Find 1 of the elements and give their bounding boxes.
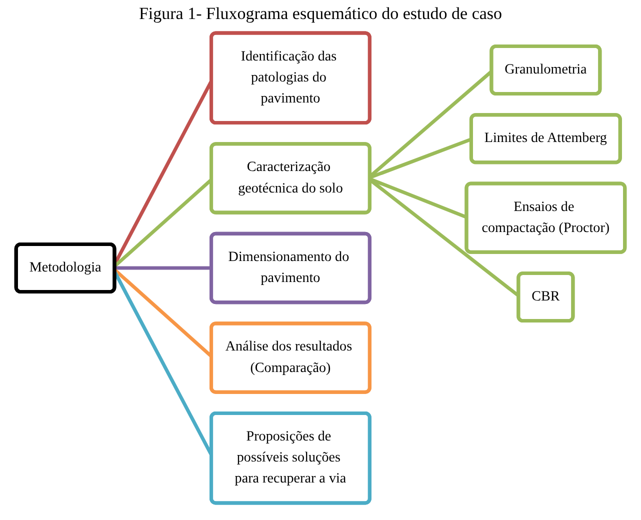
figure-title: Figura 1- Fluxograma esquemático do estudo de caso	[138, 4, 504, 24]
